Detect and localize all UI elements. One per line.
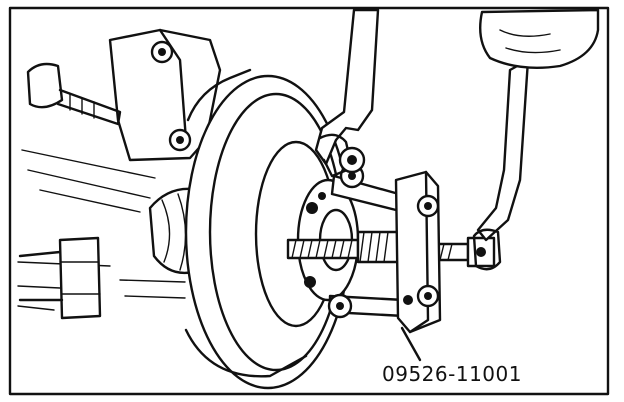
part-number-label: 09526-11001 [382,362,522,386]
mechanic-hand [479,8,600,69]
callout-leader [400,326,422,362]
hub-nut-wrench[interactable] [314,8,380,178]
brake-disc [184,68,352,390]
stabilizer-link [26,62,122,126]
screw-wrench[interactable] [472,58,530,271]
puller-screw [286,230,496,268]
puller-plate[interactable] [394,170,442,334]
tie-rod-end [18,236,102,320]
diagram-frame [8,6,610,396]
